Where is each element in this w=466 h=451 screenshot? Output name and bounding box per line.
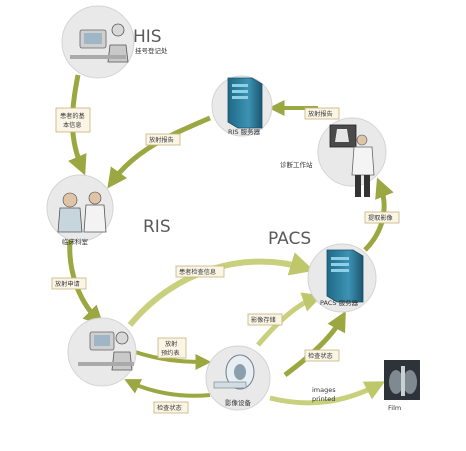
diagnostic-workstation-label: 诊断工作站: [280, 160, 313, 169]
tag-patient-basic-info-line2: 本信息: [63, 121, 82, 129]
arrow-device-to-pacs-storage: [256, 292, 323, 347]
tag-retrieve-images-text: 提取影像: [368, 214, 393, 222]
tag-schedule: 放射 预约表: [157, 337, 187, 359]
pacs-title: PACS: [268, 229, 311, 249]
tag-report-to-clinic-text: 放射报告: [149, 136, 174, 144]
tag-exam-status-pacs-text: 检查状态: [308, 352, 333, 360]
tag-retrieve-images: 提取影像: [364, 211, 400, 224]
arrow-device-to-pacs-status: [283, 310, 346, 377]
tag-schedule-line2: 预约表: [161, 349, 180, 357]
arrow-room-to-device: [134, 350, 212, 370]
pacs-server-label: PACS 服务器: [320, 298, 359, 307]
tag-patient-basic-info-line1: 患者的基: [60, 112, 85, 120]
imaging-device-node: [205, 345, 271, 411]
imaging-registration-node: [67, 317, 137, 387]
tag-report-to-ris: 放射报告: [304, 107, 340, 120]
clinical-dept-label: 临床科室: [62, 237, 89, 246]
tag-exam-status-pacs: 检查状态: [304, 349, 340, 362]
tag-radiology-request-text: 放射申请: [55, 280, 80, 288]
film-label: Film: [388, 404, 401, 412]
tag-image-storage-text: 影像存储: [251, 316, 276, 324]
pacs-server-node: [307, 243, 377, 313]
imaging-device-label: 影像设备: [225, 398, 252, 407]
tag-report-to-clinic: 放射报告: [145, 133, 181, 146]
tag-exam-status-back-text: 检查状态: [157, 404, 182, 412]
arrow-device-to-film: [269, 381, 386, 406]
diagnostic-workstation-node: [317, 117, 387, 197]
his-registration-label: 挂号登记处: [135, 46, 168, 55]
tag-image-storage: 影像存储: [247, 313, 283, 326]
images-printed-line2: printed: [312, 395, 335, 403]
his-registration-node: [61, 5, 135, 79]
tag-exam-status-back: 检查状态: [153, 401, 189, 414]
tag-patient-exam-info: 患者检查信息: [175, 265, 225, 278]
tag-patient-basic-info: 患者的基 本信息: [55, 107, 91, 133]
tag-report-to-ris-text: 放射报告: [308, 110, 333, 118]
ris-server-node: [211, 75, 273, 137]
tag-radiology-request: 放射申请: [51, 277, 87, 290]
images-printed-line1: images: [312, 386, 336, 394]
clinical-department-node: [46, 174, 114, 242]
arrow-device-to-room: [124, 379, 211, 398]
ris-title: RIS: [143, 217, 171, 237]
tag-schedule-line1: 放射: [165, 340, 177, 348]
his-title: HIS: [133, 27, 162, 47]
film-xray-image: [384, 360, 420, 400]
tag-patient-exam-info-text: 患者检查信息: [179, 268, 216, 276]
arrow-ris-to-clinic: [107, 115, 211, 189]
ris-server-label: RIS 服务器: [228, 127, 261, 136]
